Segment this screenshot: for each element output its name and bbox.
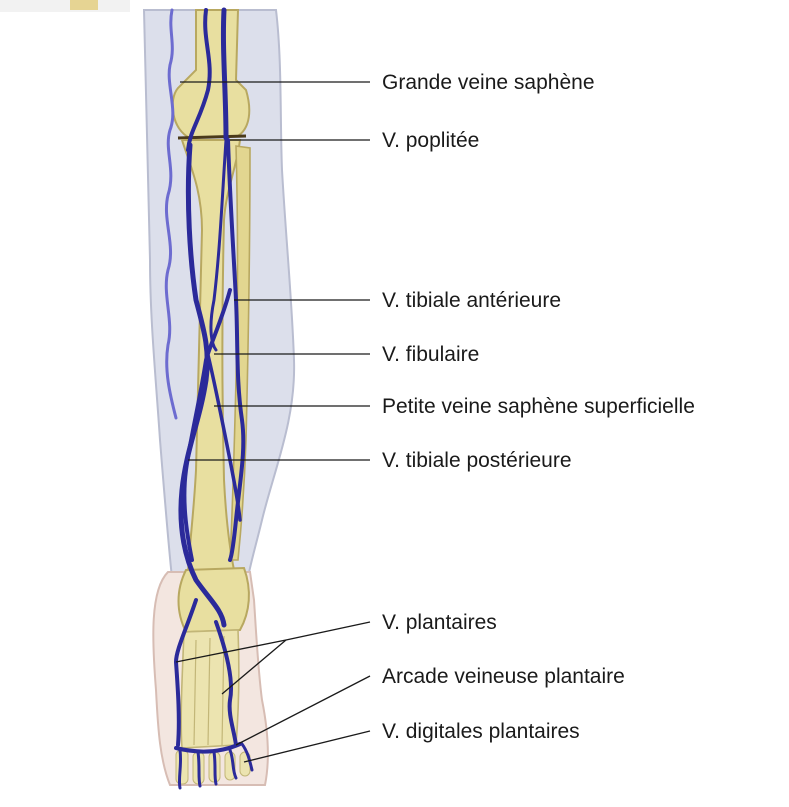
- label-v-fibulaire: V. fibulaire: [382, 343, 479, 366]
- label-v-tibiale-anterieure: V. tibiale antérieure: [382, 289, 561, 312]
- femoral-popliteal-vein: [223, 10, 226, 138]
- label-grande-veine-saphene: Grande veine saphène: [382, 71, 595, 94]
- knee-joint: [178, 136, 246, 138]
- label-v-plantaires: V. plantaires: [382, 611, 497, 634]
- thumbnail-fragment: [0, 0, 130, 12]
- label-petite-veine-saphene: Petite veine saphène superficielle: [382, 395, 695, 418]
- label-v-tibiale-posterieure: V. tibiale postérieure: [382, 449, 572, 472]
- label-v-poplitee: V. poplitée: [382, 129, 479, 152]
- label-arcade-veineuse-plantaire: Arcade veineuse plantaire: [382, 665, 625, 688]
- labels: Grande veine saphène V. poplitée V. tibi…: [382, 71, 695, 743]
- label-v-digitales-plantaires: V. digitales plantaires: [382, 720, 580, 743]
